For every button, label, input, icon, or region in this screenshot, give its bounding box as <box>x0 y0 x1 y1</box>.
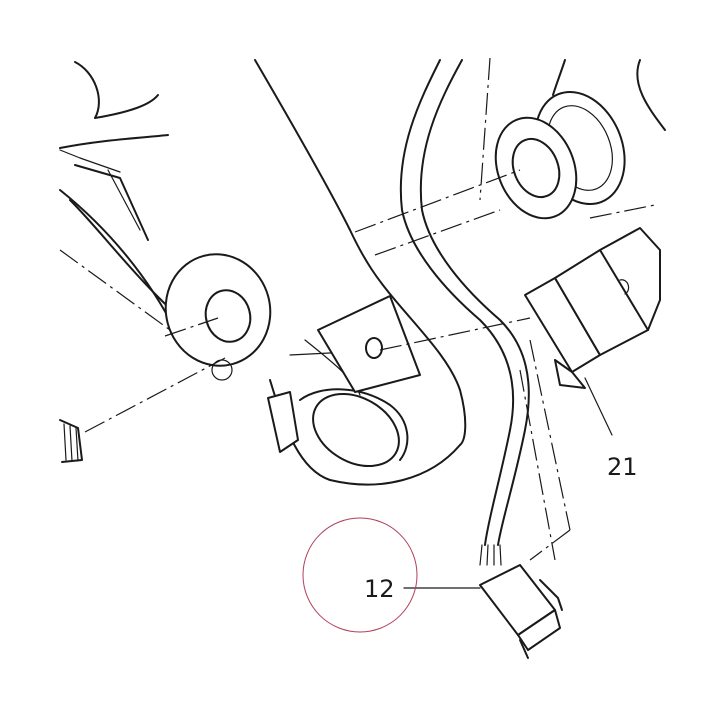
sensor-mount-plate <box>317 295 421 393</box>
callout-label-21: 21 <box>607 453 638 481</box>
upper-left-bracket-fragment <box>59 61 169 241</box>
assembly-guide-lines <box>59 57 656 561</box>
wire-harness <box>399 59 530 566</box>
connector-part-12 <box>479 564 563 659</box>
callout-label-12: 12 <box>364 575 395 603</box>
sensor-bracket-part-21 <box>524 227 661 389</box>
leader-lines <box>403 377 613 589</box>
washer-boss <box>164 253 272 381</box>
lower-clamp <box>267 388 409 468</box>
callout-12-highlight-circle <box>302 517 418 633</box>
mounting-bolt <box>59 419 83 463</box>
rubber-mount-spool <box>494 59 666 220</box>
